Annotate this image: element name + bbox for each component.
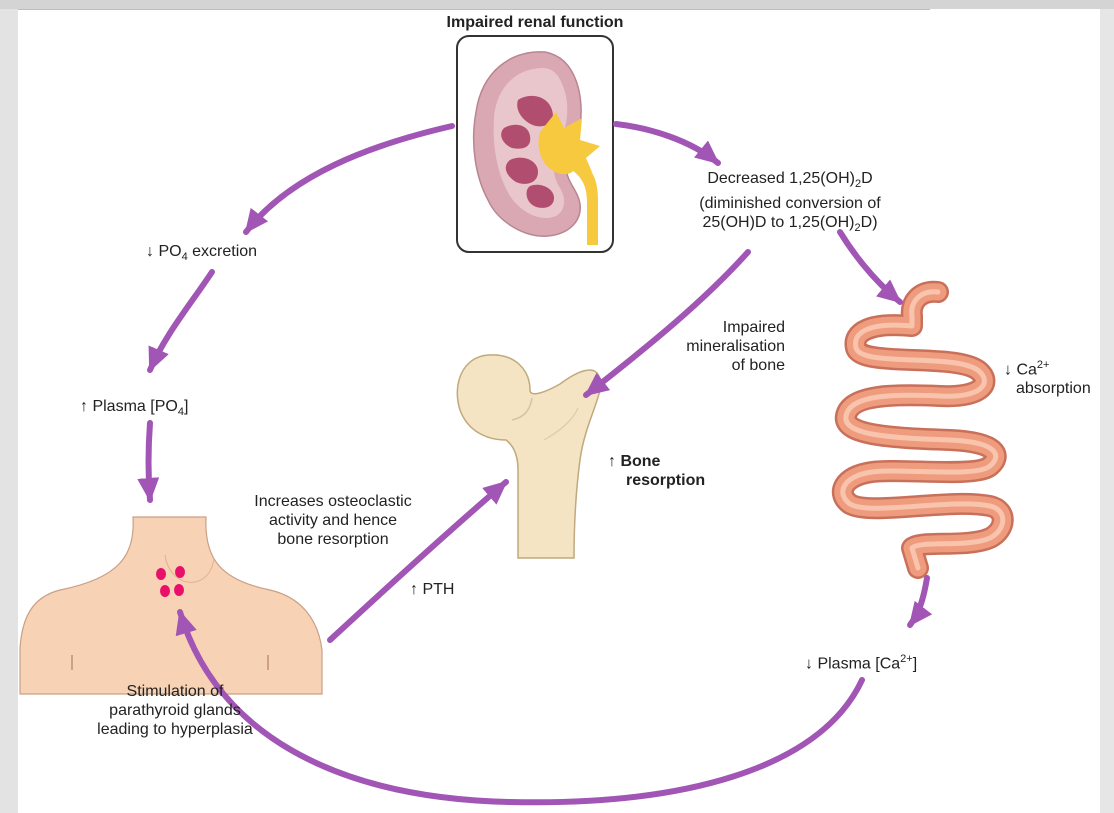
osteoclastic-line-2: activity and hence [228, 511, 438, 530]
impaired-min-line-2: mineralisation [640, 337, 785, 356]
osteoclastic-line-1: Increases osteoclastic [228, 492, 438, 511]
kidney-icon [457, 36, 613, 252]
osteoclastic-activity-label: Increases osteoclastic activity and henc… [228, 492, 438, 549]
parathyroid-line-3: leading to hyperplasia [65, 720, 285, 739]
ca-absorption-label: ↓ Ca2+ absorption [1004, 356, 1091, 398]
arrow-po4-to-plasma-po4 [150, 272, 212, 370]
bone-icon [457, 355, 600, 558]
arrow-kidney-to-po4 [246, 126, 452, 232]
arrow-vitd-to-intestine [840, 232, 900, 302]
bone-resorption-line-2: resorption [608, 471, 705, 490]
diagram-title-text: Impaired renal function [447, 14, 624, 31]
decreased-vitd-line-1: Decreased 1,25(OH)2D [655, 169, 925, 194]
pth-label: ↑ PTH [410, 580, 454, 599]
arrow-plasma-po4-to-neck [149, 423, 151, 500]
decreased-vitd-line-2: (diminished conversion of [655, 194, 925, 213]
bone-resorption-line-1: ↑ Bone [608, 452, 705, 471]
osteoclastic-line-3: bone resorption [228, 530, 438, 549]
impaired-min-line-1: Impaired [640, 318, 785, 337]
ca-absorption-line-2: absorption [1004, 379, 1091, 398]
ca-absorption-line-1: ↓ Ca2+ [1004, 356, 1091, 379]
plasma-ca-label: ↓ Plasma [Ca2+] [805, 650, 917, 673]
arrow-intestine-to-plasma-ca [910, 578, 927, 625]
parathyroid-line-2: parathyroid glands [65, 701, 285, 720]
decreased-vitd-label: Decreased 1,25(OH)2D (diminished convers… [655, 169, 925, 238]
arrow-kidney-to-vitd [616, 124, 718, 163]
plasma-po4-label: ↑ Plasma [PO4] [80, 397, 188, 422]
diagram-title: Impaired renal function [400, 13, 670, 32]
impaired-min-line-3: of bone [640, 356, 785, 375]
parathyroid-stimulation-label: Stimulation of parathyroid glands leadin… [65, 682, 285, 739]
parathyroid-line-1: Stimulation of [65, 682, 285, 701]
impaired-mineralisation-label: Impaired mineralisation of bone [640, 318, 785, 375]
decreased-vitd-line-3: 25(OH)D to 1,25(OH)2D) [655, 213, 925, 238]
intestine-icon [843, 292, 1003, 568]
bone-resorption-label: ↑ Bone resorption [608, 452, 705, 490]
po4-excretion-label: ↓ PO4 excretion [146, 242, 257, 267]
